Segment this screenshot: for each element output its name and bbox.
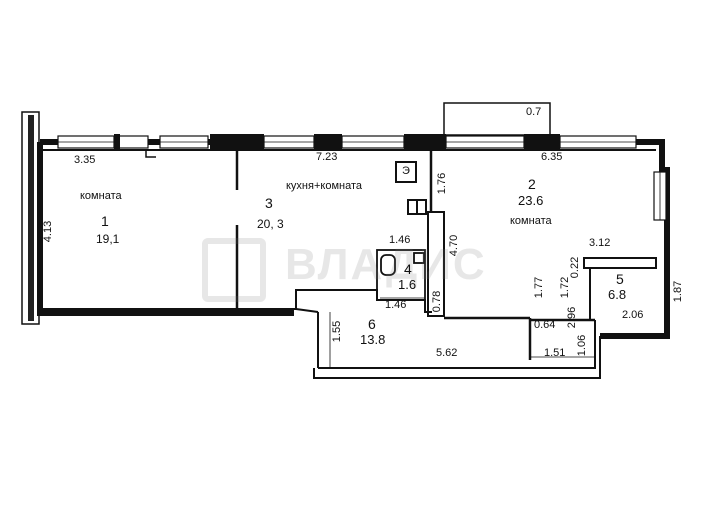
dim-top-left: 3.35 (74, 154, 96, 166)
dim-left-height: 4.13 (42, 220, 55, 243)
room-2-area: 23.6 (518, 193, 544, 208)
dim-top-right: 6.35 (541, 151, 563, 163)
dim-balcony: 0.7 (526, 106, 542, 118)
dim-0-78: 0.78 (431, 290, 444, 313)
dim-1-46-bot: 1.46 (385, 299, 407, 311)
room-3-number: 3 (265, 195, 273, 211)
dim-1-06: 1.06 (576, 334, 589, 357)
room-4-area: 1.6 (398, 277, 417, 292)
dim-0-22: 0.22 (569, 256, 582, 279)
dim-0-64: 0.64 (534, 319, 556, 331)
room-6-area: 13.8 (360, 332, 386, 347)
room-1-number: 1 (101, 213, 109, 229)
small-fixture (407, 199, 427, 215)
dim-top-mid: 7.23 (316, 151, 338, 163)
balcony (443, 102, 551, 136)
dim-1-72: 1.72 (559, 276, 572, 299)
dim-5-62: 5.62 (436, 347, 458, 359)
room-1-area: 19,1 (96, 232, 120, 246)
room-3-area: 20, 3 (257, 217, 284, 231)
partition-3-2 (427, 150, 595, 360)
dim-1-77: 1.77 (533, 276, 546, 299)
room-5-number: 5 (616, 271, 624, 287)
dim-1-55: 1.55 (331, 320, 344, 343)
dim-2-06: 2.06 (622, 309, 644, 321)
room-3-name: кухня+комната (286, 180, 362, 192)
dim-1-51: 1.51 (544, 347, 566, 359)
room-6-number: 6 (368, 316, 376, 332)
dim-3-12: 3.12 (589, 237, 611, 249)
building-logo-icon (202, 238, 266, 302)
room-5-area: 6.8 (608, 287, 627, 302)
dim-4-70: 4.70 (448, 234, 461, 257)
room-4-number: 4 (404, 261, 412, 277)
dim-1-76: 1.76 (436, 172, 449, 195)
bathroom-4 (376, 249, 426, 301)
room-5-walls (583, 257, 657, 320)
room-1-name: комната (80, 190, 122, 202)
electric-panel (395, 161, 417, 183)
radiator-mark (145, 150, 156, 158)
electric-panel-label: Э (402, 165, 410, 177)
room-2-number: 2 (528, 176, 536, 192)
dim-2-96: 2.96 (566, 306, 579, 329)
watermark-text: ВЛАДИС (285, 240, 487, 289)
dim-1-46-top: 1.46 (389, 234, 411, 246)
dim-1-87: 1.87 (672, 280, 685, 303)
room-2-name: комната (510, 215, 552, 227)
